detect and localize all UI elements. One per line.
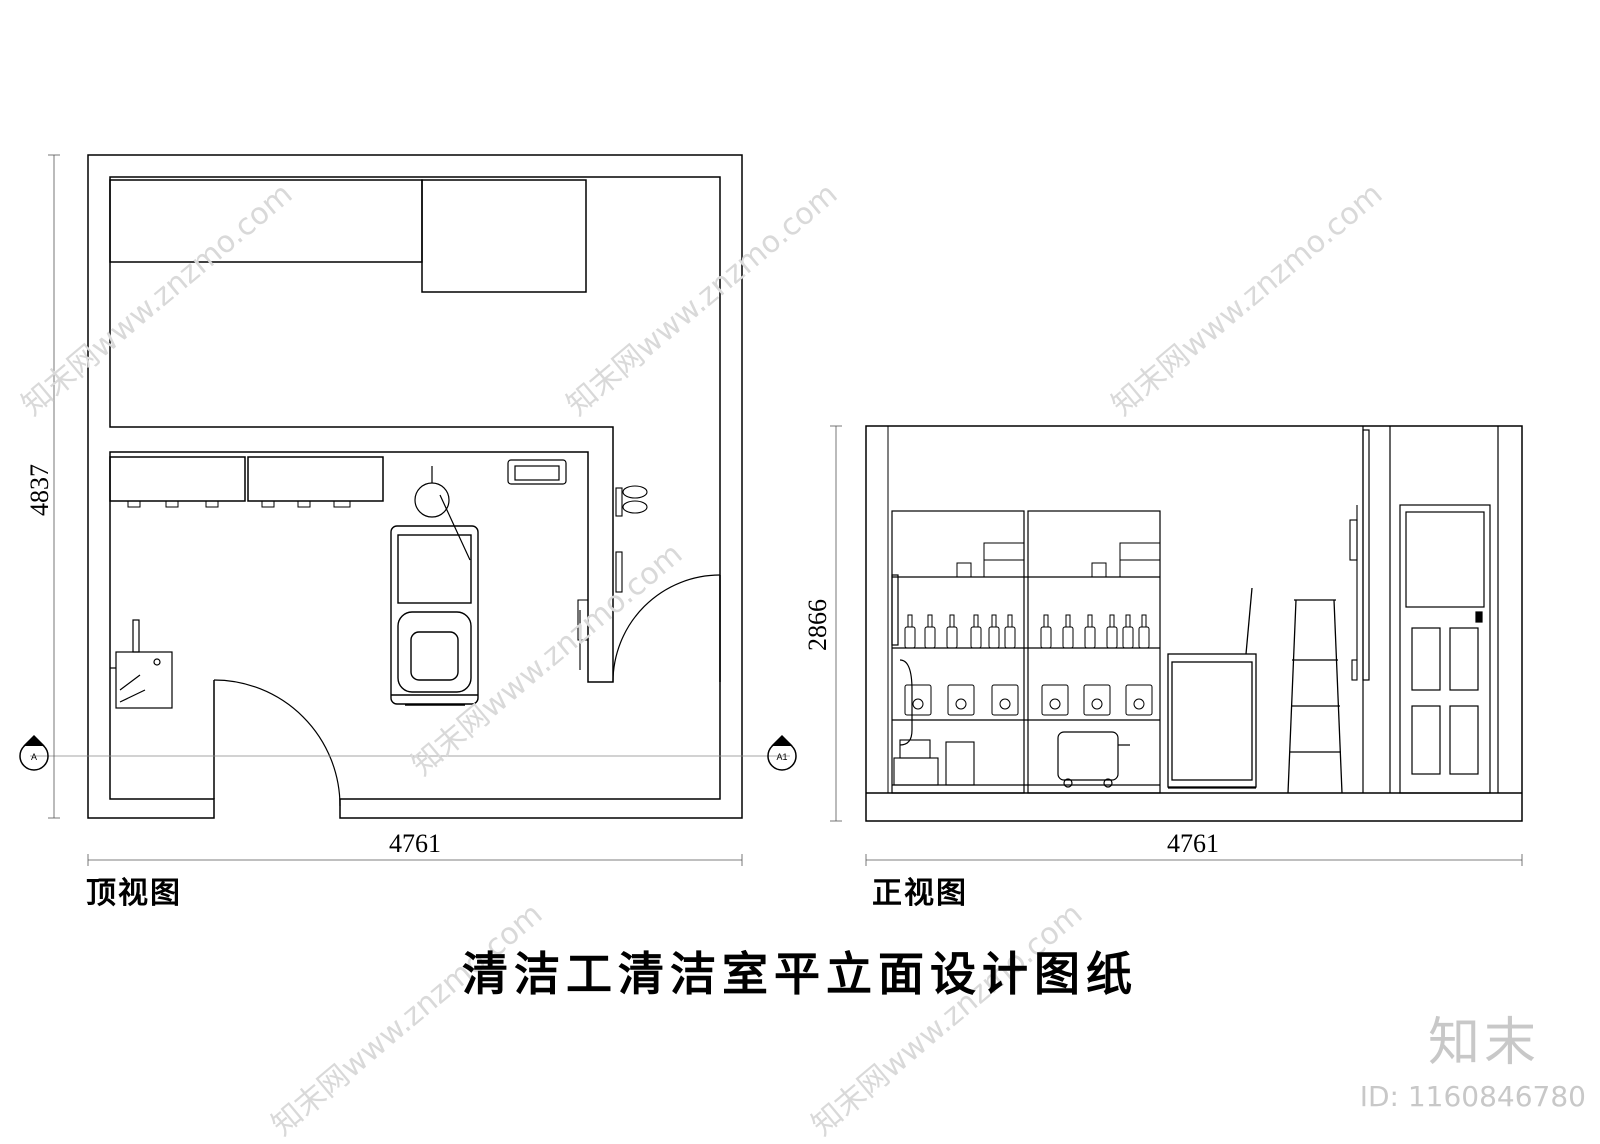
ladder-icon xyxy=(1287,599,1343,794)
elevation-view: 4761 2866 xyxy=(803,425,1523,866)
image-id-label: ID: 1160846780 xyxy=(1359,1080,1586,1113)
dispenser-icon xyxy=(1041,684,1069,716)
section-marker-left-label: A xyxy=(31,752,37,762)
elevation-partition xyxy=(1362,426,1499,793)
elevation-height-dimension: 2866 xyxy=(803,599,832,651)
plan-wall-cabinet-2 xyxy=(247,456,384,502)
elevation-bottles xyxy=(904,614,1150,649)
dispenser-icon xyxy=(1125,684,1153,716)
elevation-boxes xyxy=(956,542,1161,578)
bottle-icon xyxy=(1062,614,1074,649)
dispenser-icon xyxy=(904,684,932,716)
bottle-icon xyxy=(904,614,916,649)
cleaning-cart-icon xyxy=(390,525,479,706)
elevation-hanging-tools xyxy=(1349,505,1358,681)
elevation-floor-machine xyxy=(1057,731,1130,788)
elevation-shelving xyxy=(891,510,1161,794)
bottle-icon xyxy=(970,614,982,649)
mop-bucket-icon xyxy=(414,466,471,561)
plan-cabinet-hooks xyxy=(127,500,351,508)
plan-hanging-tools xyxy=(577,487,623,670)
dispenser-icon xyxy=(1083,684,1111,716)
plan-view-caption: 顶视图 xyxy=(86,876,182,911)
elevation-outline xyxy=(865,425,1523,822)
section-marker-icon xyxy=(19,734,49,771)
plan-width-dimension: 4761 xyxy=(389,829,441,858)
bottle-icon xyxy=(1084,614,1096,649)
dispenser-icon xyxy=(947,684,975,716)
plan-door-swing-right xyxy=(612,574,721,683)
brand-logo: 知末 xyxy=(1427,1013,1540,1073)
section-marker-right-icon xyxy=(767,734,797,771)
bottle-icon xyxy=(1040,614,1052,649)
elevation-dimension-lines xyxy=(830,425,1523,866)
dispenser-icon xyxy=(991,684,1019,716)
elevation-view-caption: 正视图 xyxy=(872,876,968,911)
door-icon xyxy=(1399,504,1491,794)
elevation-dispensers xyxy=(904,684,1153,716)
bottle-icon xyxy=(946,614,958,649)
plan-top-cabinet-right xyxy=(421,179,587,293)
plan-depth-dimension: 4837 xyxy=(25,464,54,516)
plan-basin xyxy=(507,459,567,485)
elevation-width-dimension: 4761 xyxy=(1167,829,1219,858)
drawing-title: 清洁工清洁室平立面设计图纸 xyxy=(462,947,1138,1001)
bottle-icon xyxy=(988,614,1000,649)
plan-view: A A1 4761 4837 xyxy=(19,154,797,866)
plan-wringer xyxy=(110,619,173,709)
elevation-hose xyxy=(891,574,913,746)
bottle-icon xyxy=(1106,614,1118,649)
bottle-icon xyxy=(1122,614,1134,649)
plan-door-swing xyxy=(213,679,341,807)
plan-wall-cabinet-1 xyxy=(109,456,246,502)
bottle-icon xyxy=(1138,614,1150,649)
plan-dimension-lines xyxy=(48,154,743,866)
slippers-icon xyxy=(622,485,648,514)
section-marker-right-label: A1 xyxy=(776,752,787,762)
bottle-icon xyxy=(1004,614,1016,649)
elevation-floor-buckets xyxy=(893,739,975,786)
elevation-cleaning-cart xyxy=(1167,587,1257,789)
bottle-icon xyxy=(924,614,936,649)
